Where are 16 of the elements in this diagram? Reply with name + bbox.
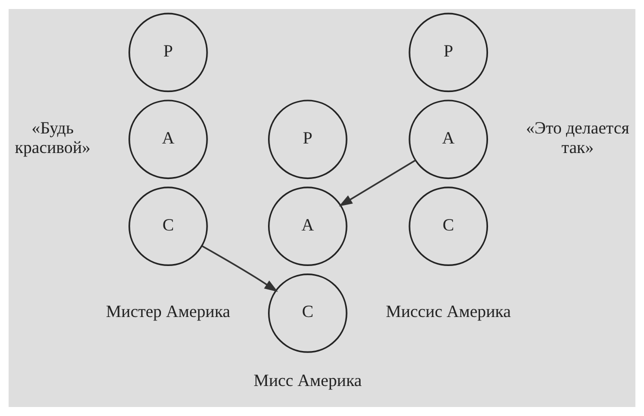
node-label: Мисс Америка xyxy=(254,370,362,390)
node-label: «Это делается так» xyxy=(526,118,630,158)
node-circle: C xyxy=(408,186,488,266)
node-circle: A xyxy=(268,186,348,266)
node-circle: P xyxy=(128,12,208,92)
node-circle: C xyxy=(128,186,208,266)
node-label: Миссис Америка xyxy=(386,302,511,322)
node-circle: P xyxy=(408,12,488,92)
node-circle: A xyxy=(408,100,488,180)
node-label: Мистер Америка xyxy=(106,302,230,322)
node-circle: C xyxy=(268,274,348,353)
arrow xyxy=(202,245,278,292)
node-label: «Будь красивой» xyxy=(14,118,90,158)
node-circle: P xyxy=(268,100,348,180)
node-circle: A xyxy=(128,100,208,180)
arrow xyxy=(338,160,416,206)
